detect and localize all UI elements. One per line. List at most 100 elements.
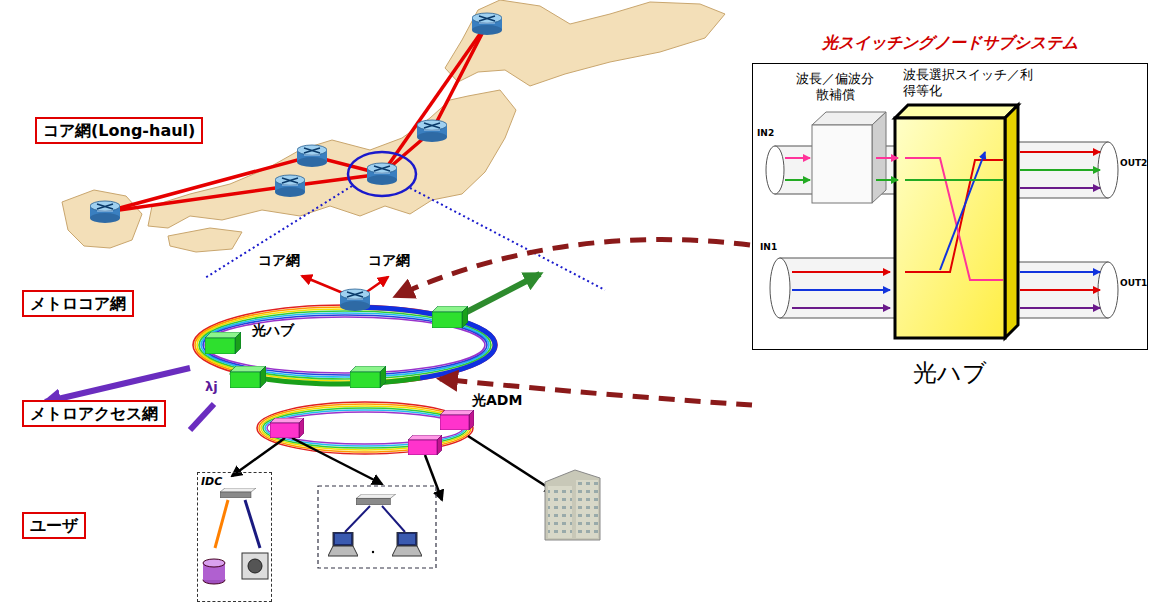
node-text: コア網(Long-haul) — [43, 121, 195, 140]
router-icon — [417, 120, 447, 142]
layer-label: メトロアクセス網 — [22, 400, 166, 427]
signal-arrow — [940, 152, 985, 270]
signal-arrow — [792, 271, 890, 273]
building — [545, 470, 600, 540]
adm-label: 光ADM — [472, 392, 522, 408]
office-lan — [318, 486, 436, 568]
optical-adm-icon — [440, 410, 474, 430]
building — [576, 480, 598, 538]
idc-equipment — [242, 553, 268, 579]
user-link — [425, 455, 442, 500]
router-icon — [472, 13, 502, 35]
signal-arrow — [1020, 151, 1100, 153]
idc-equipment — [245, 500, 260, 548]
fiber-cylinder — [1098, 142, 1118, 198]
signal-arrow — [785, 152, 1100, 308]
optical-hub-icon — [432, 306, 468, 328]
network-label: コア網 — [258, 252, 300, 268]
dispersion-compensator — [812, 112, 886, 203]
metro-access-ring — [257, 402, 473, 454]
wavelength-selective-switch — [895, 105, 1018, 338]
building — [548, 486, 572, 538]
japan-map — [168, 228, 242, 252]
fiber-cylinder — [770, 258, 790, 318]
router-icon — [297, 145, 327, 167]
signal-arrow — [792, 307, 890, 309]
office-lan — [328, 532, 358, 556]
user-link — [468, 436, 555, 492]
node-text: ユーザ — [30, 516, 78, 535]
port-label: IN1 — [760, 242, 777, 252]
signal-arrow — [1020, 289, 1100, 291]
building — [545, 470, 600, 540]
callout-arrow — [396, 240, 752, 405]
signal-arrow — [785, 179, 810, 181]
wavelength-selective-switch — [1005, 105, 1018, 338]
user-link — [292, 438, 382, 484]
callout-arrow — [396, 240, 750, 296]
signal-arrow — [1020, 169, 1100, 171]
wavelength-label: λj — [205, 380, 218, 395]
compensator-block: 波長／偏波分散補償 — [792, 71, 878, 102]
fiber-cylinder — [780, 258, 898, 318]
idc-equipment — [203, 559, 225, 567]
idc-equipment — [215, 500, 228, 548]
node-text: IDC — [201, 475, 222, 488]
optical-hub-icon — [205, 332, 241, 354]
port-label: OUT1 — [1120, 278, 1147, 288]
core-link — [382, 24, 487, 174]
router-icon — [340, 289, 370, 311]
signal-arrow — [905, 158, 1003, 280]
fiber-cylinder — [766, 146, 784, 194]
node-text: メトロアクセス網 — [30, 404, 158, 423]
layer-label: メトロコア網 — [22, 290, 134, 317]
japan-map — [445, 0, 725, 86]
optical-hub-icon — [350, 366, 386, 388]
zoom-indicator — [205, 152, 605, 290]
core-link — [105, 174, 382, 212]
japan-map — [62, 190, 142, 248]
layer-label: コア網(Long-haul) — [35, 117, 203, 144]
metro-access-ring — [257, 402, 473, 454]
idc-equipment — [220, 488, 256, 498]
idc-box: IDC — [197, 472, 272, 602]
signal-arrow — [1020, 187, 1100, 189]
fiber-cylinder — [1010, 142, 1108, 198]
optical-hub-icon — [205, 306, 468, 388]
signal-arrow — [785, 157, 810, 159]
router-icon — [340, 289, 370, 311]
office-lan — [372, 551, 374, 553]
core-link — [382, 24, 487, 174]
router-icon — [90, 201, 120, 223]
wavelength-selective-switch — [895, 118, 1005, 338]
optical-adm-icon — [270, 410, 474, 455]
zoom-indicator — [205, 186, 605, 290]
signal-arrow — [1020, 307, 1100, 309]
idc-equipment — [203, 488, 268, 584]
signal-arrow — [905, 179, 1003, 181]
signal-arrow — [876, 179, 898, 181]
figure-caption: 光ハブ — [913, 360, 987, 388]
router-icon — [275, 175, 305, 197]
user-link — [232, 436, 555, 500]
node-text: 波長／偏波分散補償 — [792, 71, 878, 102]
router-icon — [367, 163, 397, 185]
optical-hub-icon — [230, 366, 266, 388]
fiber-cylinder — [1098, 262, 1118, 318]
japan-map — [148, 90, 516, 228]
port-label: IN2 — [757, 128, 774, 138]
subsystem-title: 光スイッチングノードサブシステム — [753, 33, 1147, 54]
port-label: OUT2 — [1120, 158, 1147, 168]
layer-label: ユーザ — [22, 512, 86, 539]
fiber-cylinder — [1010, 262, 1108, 318]
node-text: 波長選択スイッチ／利得等化 — [903, 67, 1039, 98]
office-lan — [356, 494, 396, 505]
office-lan — [392, 532, 422, 556]
network-label: コア網 — [368, 252, 410, 268]
core-link — [105, 156, 382, 212]
signal-arrow — [1020, 271, 1100, 273]
signal-arrow — [792, 289, 890, 291]
user-link — [232, 438, 285, 476]
